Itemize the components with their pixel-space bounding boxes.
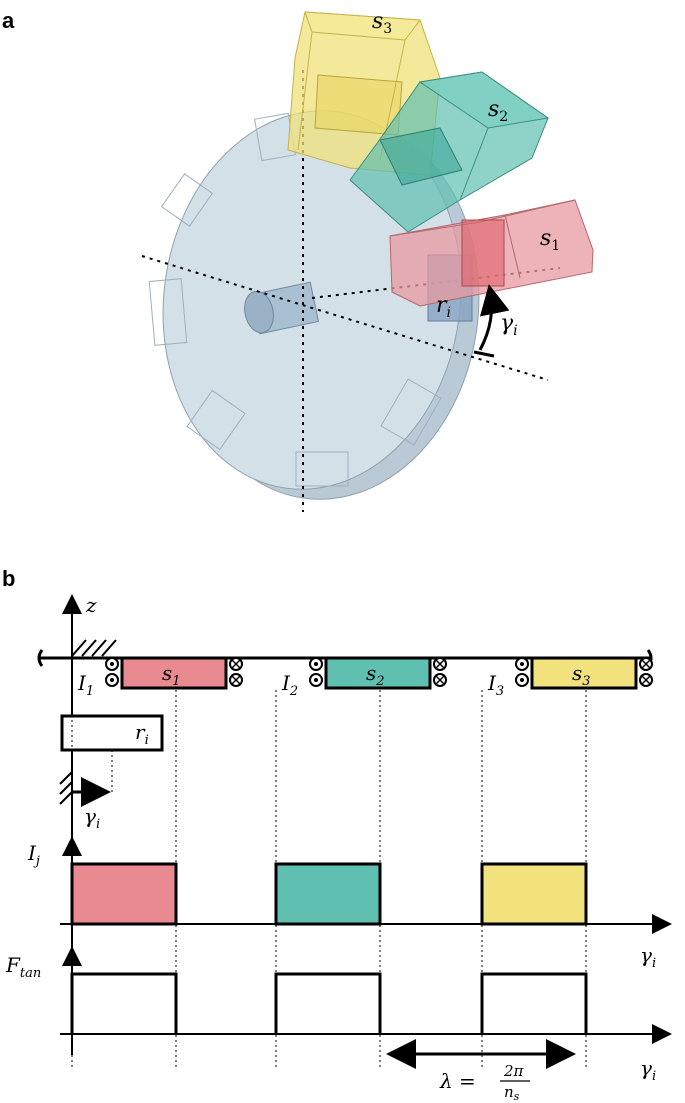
stator-s2-label: s2 bbox=[488, 97, 508, 125]
stator-s3-segment: s3 I3 bbox=[487, 656, 653, 699]
stator-s3-segment-label: s3 bbox=[572, 661, 591, 689]
current-I2-label: I2 bbox=[281, 671, 298, 699]
gamma-arrow bbox=[473, 284, 510, 358]
stator-s2-segment-label: s2 bbox=[366, 661, 385, 689]
stator-s1-segment: s1 I1 bbox=[77, 656, 243, 699]
wavelength-label: λ = bbox=[439, 1069, 476, 1093]
force-bar-3 bbox=[480, 972, 588, 1034]
current-plot-label: Ij bbox=[27, 841, 40, 869]
panel-b-label: b bbox=[2, 566, 15, 591]
current-bar-1 bbox=[70, 862, 178, 926]
current-I1-label: I1 bbox=[77, 671, 94, 699]
ground-hatch-top bbox=[71, 639, 117, 657]
current-bar-2 bbox=[274, 862, 382, 926]
shaft bbox=[244, 281, 320, 335]
force-plot-x-label: γi bbox=[640, 1056, 656, 1084]
rotor-ri-label-b: ri bbox=[135, 720, 149, 748]
disk-magnets bbox=[148, 112, 442, 487]
force-bar-2 bbox=[274, 972, 382, 1034]
gamma-arrow-b bbox=[59, 771, 111, 807]
rotor-ri-label: ri bbox=[436, 293, 451, 321]
force-plot-label: Ftan bbox=[5, 953, 41, 981]
stator-s1-segment-label: s1 bbox=[162, 661, 181, 689]
current-plot-x-label: γi bbox=[640, 943, 656, 971]
stator-s3-label: s3 bbox=[372, 9, 392, 37]
stator-s1-label: s1 bbox=[540, 226, 560, 254]
wavelength-denominator: ns bbox=[504, 1083, 520, 1103]
current-I3-label: I3 bbox=[487, 671, 504, 699]
gamma-label-b: γi bbox=[84, 804, 100, 832]
stator-s2-segment: s2 I2 bbox=[281, 656, 447, 699]
wavelength-numerator: 2π bbox=[503, 1062, 525, 1080]
force-bar-1 bbox=[70, 972, 178, 1034]
stator-s2-block bbox=[349, 71, 550, 233]
stator-s1-block bbox=[389, 199, 594, 307]
panel-a-label: a bbox=[2, 8, 15, 33]
z-axis-label: z bbox=[85, 593, 97, 617]
current-bar-3 bbox=[480, 862, 588, 926]
gamma-label-a: γi bbox=[500, 311, 518, 339]
rotor-ri-box bbox=[60, 714, 164, 752]
